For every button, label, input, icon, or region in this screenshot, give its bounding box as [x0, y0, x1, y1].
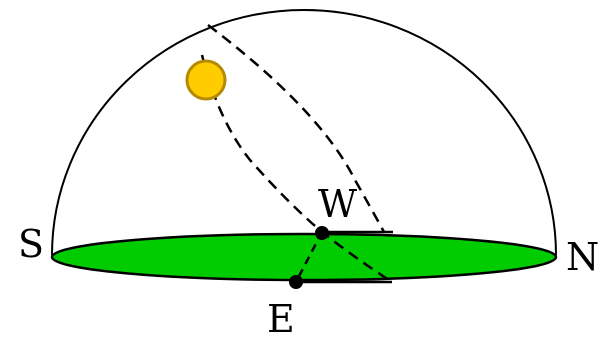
label-west: W [318, 182, 357, 226]
label-south: S [18, 222, 44, 266]
celestial-dome [51, 9, 557, 256]
west-east-segment [294, 231, 324, 283]
horizon-plane [50, 232, 558, 282]
sun-icon [185, 59, 227, 101]
sun-path-lower [200, 54, 393, 284]
sun-path-upper [207, 24, 386, 233]
east-point [289, 275, 303, 289]
label-north: N [566, 235, 599, 279]
west-point [315, 226, 329, 240]
label-east: E [267, 297, 295, 339]
